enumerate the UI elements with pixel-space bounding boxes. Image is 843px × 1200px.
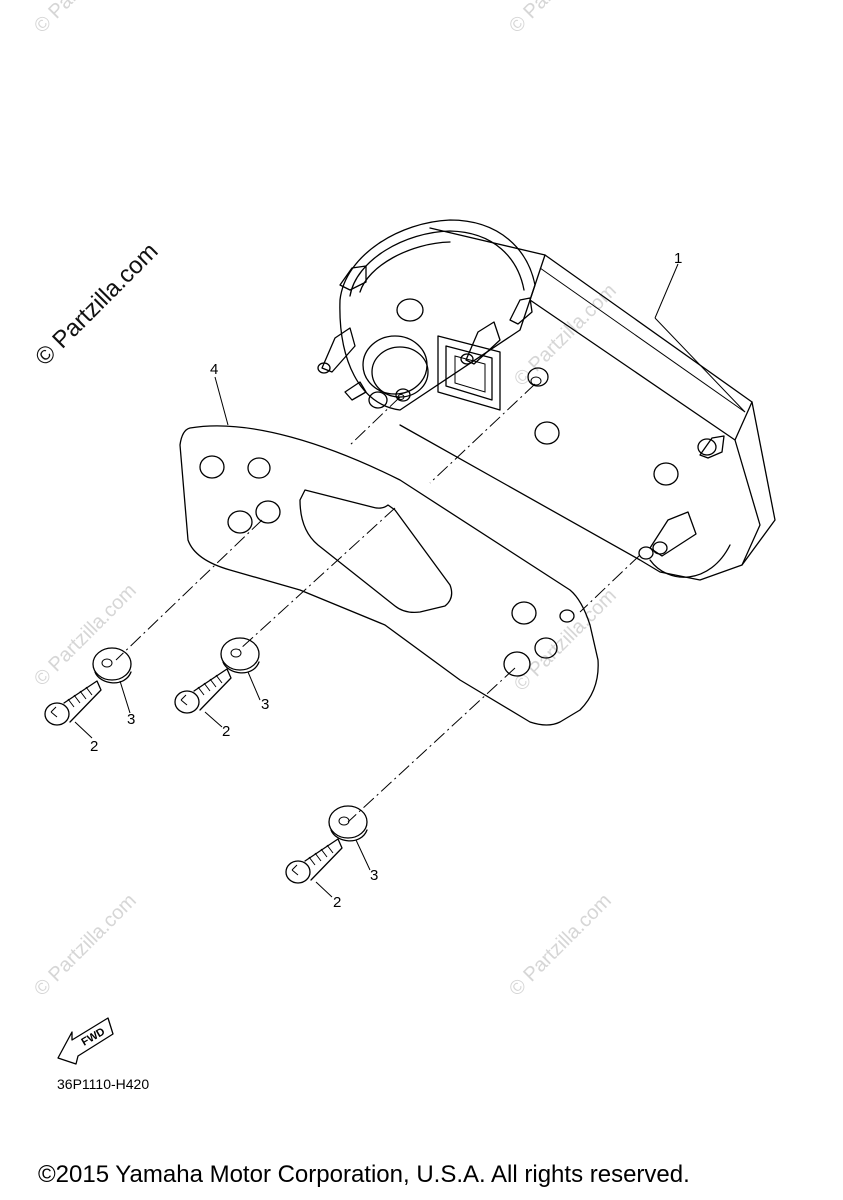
fwd-arrow-icon: FWD [57,1017,114,1065]
screw-left[interactable] [44,680,102,726]
callout-screw-middle: 2 [222,723,231,740]
bracket[interactable] [179,425,599,726]
washer-middle[interactable] [220,637,260,674]
callout-washer-left: 3 [127,711,136,728]
diagram-code: 36P1110-H420 [57,1076,150,1092]
meter-assembly[interactable] [317,219,776,581]
callout-screw-bottom: 2 [333,894,342,911]
copyright-notice: ©2015 Yamaha Motor Corporation, U.S.A. A… [38,1161,690,1188]
screw-bottom[interactable] [285,838,343,884]
callout-bracket: 4 [210,361,219,378]
leader-lines [74,263,679,898]
washer-left[interactable] [92,647,132,684]
washer-bottom[interactable] [328,805,368,842]
callout-meter-assembly: 1 [674,250,683,267]
callout-washer-bottom: 3 [370,867,379,884]
callout-washer-middle: 3 [261,696,270,713]
screw-middle[interactable] [174,668,232,714]
center-lines [115,383,641,823]
callout-screw-left: 2 [90,738,99,755]
